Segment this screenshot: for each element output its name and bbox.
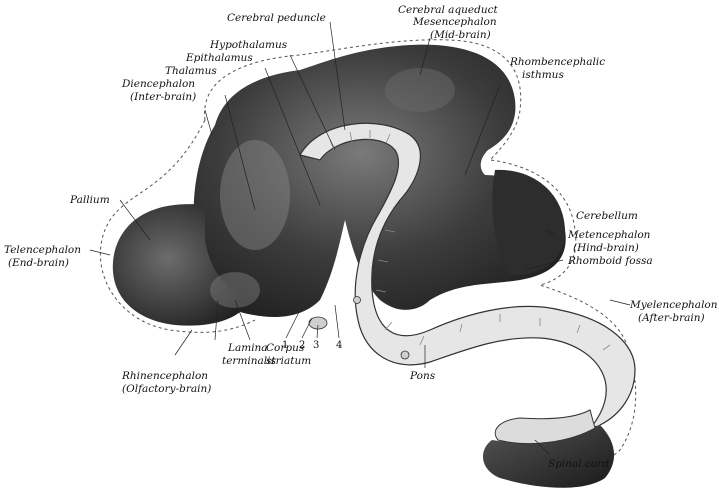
label-pallium: Pallium xyxy=(70,194,110,206)
label-thalamus: Thalamus xyxy=(165,65,217,77)
label-metencephalon: Metencephalon xyxy=(568,229,650,241)
label-mesencephalon: Mesencephalon xyxy=(413,16,497,28)
label-rhomboid-fossa: Rhomboid fossa xyxy=(568,255,653,267)
label-spinal-cord: Spinal cord xyxy=(548,458,609,470)
label-olfactory-brain: (Olfactory-brain) xyxy=(122,383,211,395)
label-isthmus: isthmus xyxy=(522,69,564,81)
label-rhinencephalon: Rhinencephalon xyxy=(122,370,208,382)
pons-recess xyxy=(401,351,409,359)
label-diencephalon: Diencephalon xyxy=(122,78,195,90)
label-lamina: Lamina xyxy=(228,342,268,354)
label-cerebellum: Cerebellum xyxy=(576,210,638,222)
label-number-4: 4 xyxy=(336,340,342,352)
label-telencephalon: Telencephalon xyxy=(4,244,81,256)
label-pons: Pons xyxy=(410,370,435,382)
label-cerebral-peduncle: Cerebral peduncle xyxy=(227,12,326,24)
thalamus-highlight xyxy=(220,140,290,250)
label-rhombencephalic: Rhombencephalic xyxy=(510,56,605,68)
label-striatum: striatum xyxy=(266,355,311,367)
label-inter-brain: (Inter-brain) xyxy=(130,91,196,103)
label-number-2: 2 xyxy=(299,340,305,352)
label-hypothalamus: Hypothalamus xyxy=(210,39,287,51)
label-epithalamus: Epithalamus xyxy=(186,52,253,64)
label-myelencephalon: Myelencephalon xyxy=(630,299,718,311)
small-recess xyxy=(354,297,361,304)
label-cerebral-aqueduct: Cerebral aqueduct xyxy=(398,4,498,16)
label-number-3: 3 xyxy=(313,340,319,352)
label-end-brain: (End-brain) xyxy=(8,257,69,269)
cerebellum-bulge xyxy=(492,170,565,275)
label-number-1: 1 xyxy=(282,340,288,352)
label-mid-brain: (Mid-brain) xyxy=(430,29,491,41)
label-hind-brain: (Hind-brain) xyxy=(573,242,639,254)
label-after-brain: (After-brain) xyxy=(638,312,705,324)
